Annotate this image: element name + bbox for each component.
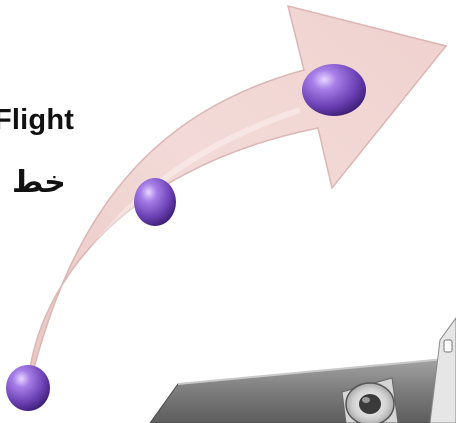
dot-middle: [134, 178, 176, 226]
flight-label-english: Flight: [0, 104, 74, 137]
airplane-icon: [150, 318, 456, 423]
flight-label-arabic: خط: [12, 165, 66, 200]
airplane-window: [444, 340, 452, 352]
airplane-wing: [150, 358, 456, 423]
curved-arrow: [28, 6, 446, 392]
dot-end: [302, 64, 366, 116]
arrow-shape: [28, 6, 446, 392]
dot-start: [6, 365, 50, 411]
